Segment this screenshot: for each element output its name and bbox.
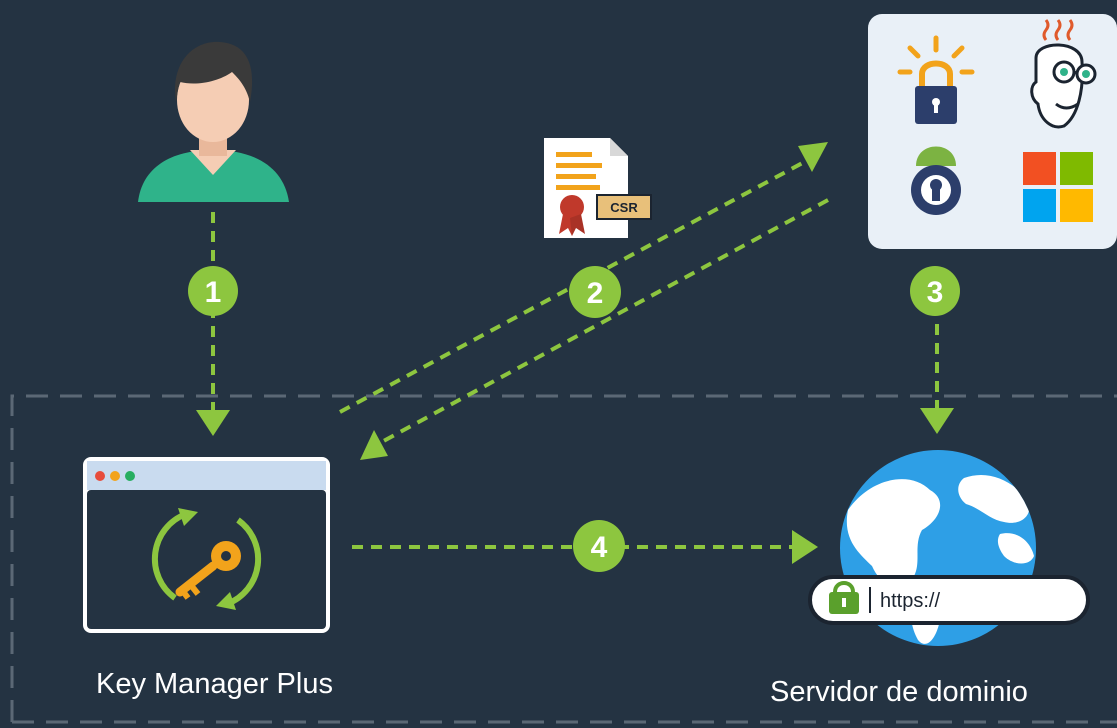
certificate-authorities-panel xyxy=(868,14,1117,249)
step-2-badge: 2 xyxy=(569,266,621,318)
step2-response-arrowhead xyxy=(360,430,388,460)
step3-arrowhead xyxy=(920,408,954,434)
step-2-number: 2 xyxy=(587,277,604,310)
key-manager-window xyxy=(83,457,330,633)
step-1-number: 1 xyxy=(205,276,222,309)
step-3-number: 3 xyxy=(927,276,944,309)
https-url-bar: https:// xyxy=(808,575,1090,625)
csr-document-icon: CSR xyxy=(544,138,652,238)
url-text: https:// xyxy=(880,590,940,612)
step2-request-arrowhead xyxy=(798,142,828,172)
csr-badge-text: CSR xyxy=(610,200,638,215)
key-manager-plus-label: Key Manager Plus xyxy=(96,668,333,700)
step-4-badge: 4 xyxy=(573,520,625,572)
digicert-lock-icon xyxy=(911,146,961,215)
step-4-number: 4 xyxy=(591,531,608,564)
lets-encrypt-icon xyxy=(897,35,975,124)
godaddy-icon xyxy=(1030,19,1097,129)
padlock-icon xyxy=(829,581,859,614)
key-rotate-icon xyxy=(151,508,262,610)
microsoft-icon xyxy=(1023,152,1093,222)
step-1-badge: 1 xyxy=(188,266,238,316)
step-3-badge: 3 xyxy=(910,266,960,316)
step4-arrowhead xyxy=(792,530,818,564)
internal-network-boundary xyxy=(10,394,1117,722)
step1-arrowhead xyxy=(196,410,230,436)
step2-response-line xyxy=(377,198,829,446)
domain-server-label: Servidor de dominio xyxy=(770,676,1028,708)
step2-request-line xyxy=(339,158,809,414)
user-avatar-icon xyxy=(138,41,289,202)
